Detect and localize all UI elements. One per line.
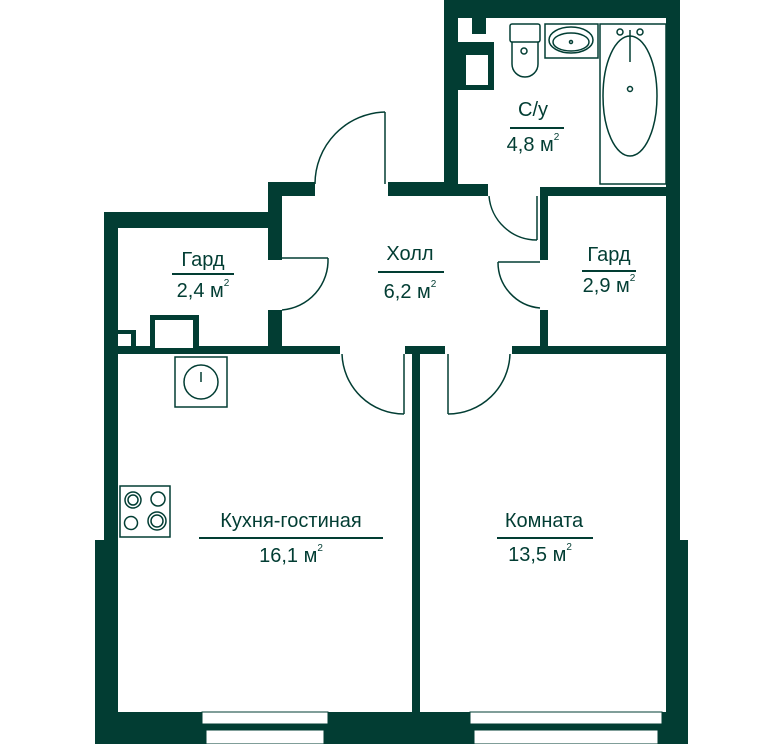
stove-icon	[119, 485, 171, 538]
room-name-hall: Холл	[386, 243, 434, 265]
room-area-room: 13,5 м2	[508, 542, 572, 566]
divider	[582, 270, 636, 272]
door-room	[447, 353, 511, 415]
bathtub-icon	[599, 23, 667, 185]
room-name-kitchen-living: Кухня-гостиная	[220, 510, 362, 532]
room-area-kitchen-living: 16,1 м2	[259, 543, 323, 567]
door-bathroom	[488, 195, 538, 241]
room-area-hall: 6,2 м2	[383, 279, 437, 303]
room-name-bathroom: С/у	[518, 99, 548, 121]
divider	[378, 271, 444, 273]
room-name-wardrobe-left: Гард	[181, 249, 225, 271]
room-area-wardrobe-right: 2,9 м2	[582, 273, 636, 297]
door-wardrobe-left	[281, 257, 329, 311]
sink-bathroom-icon	[544, 23, 599, 59]
toilet-icon	[509, 23, 541, 78]
door-entrance	[314, 111, 386, 185]
divider	[199, 537, 383, 539]
divider	[510, 127, 564, 129]
door-kitchen	[341, 353, 405, 415]
room-area-wardrobe-left: 2,4 м2	[176, 278, 230, 302]
room-area-bathroom: 4,8 м2	[506, 132, 560, 156]
walls	[95, 0, 688, 744]
room-name-wardrobe-right: Гард	[587, 244, 631, 266]
divider	[172, 273, 234, 275]
window-kitchen	[201, 711, 329, 744]
wardrobe-box-icon	[118, 315, 199, 349]
room-name-room: Комната	[504, 510, 584, 532]
window-room	[469, 711, 663, 744]
sink-kitchen-icon	[174, 356, 228, 408]
shaft-icon	[458, 16, 494, 90]
divider	[497, 537, 593, 539]
door-wardrobe-right	[497, 261, 541, 309]
